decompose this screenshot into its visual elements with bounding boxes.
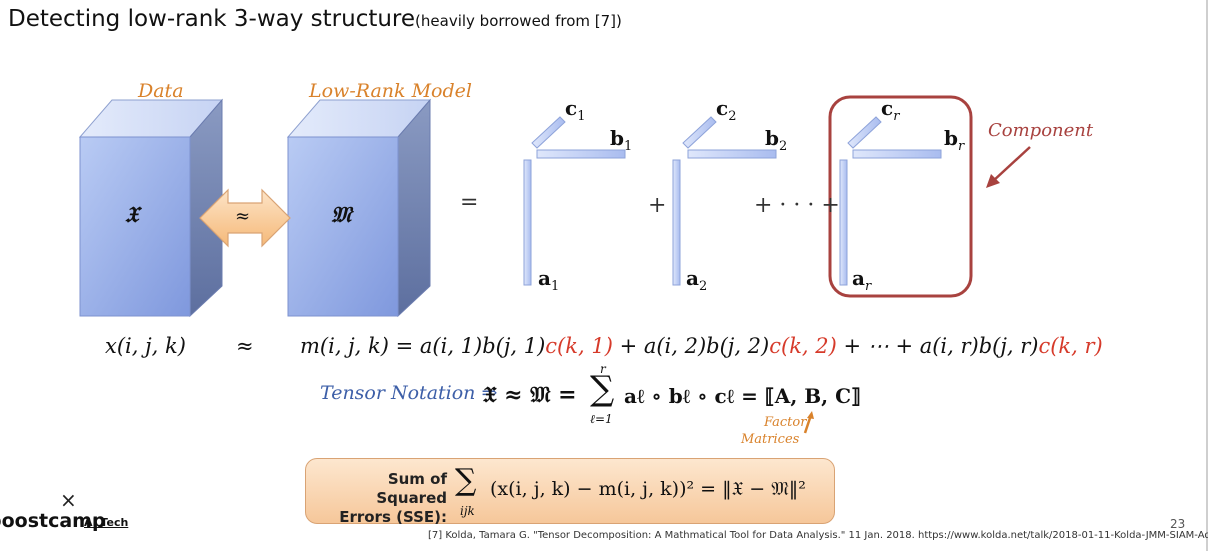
vector-b2-label: b2 — [765, 126, 788, 154]
vector-ar-label: ar — [852, 266, 872, 294]
vector-a2-label: a2 — [686, 266, 708, 294]
right-edge-rule — [1206, 0, 1208, 551]
rank-one-component-2 — [672, 116, 777, 286]
factor-label: Factor — [764, 415, 807, 430]
tensor-eq-left: 𝔛 ≈ 𝔐 = — [483, 382, 577, 408]
component-pointer-arrow — [991, 146, 1031, 183]
cp-expansion: m(i, j, k) = a(i, 1)b(j, 1)c(k, 1) + a(i… — [300, 334, 1103, 358]
matrices-label: Matrices — [741, 432, 800, 447]
logo-text: boostcamp — [0, 510, 106, 532]
sum-lower-limit: ℓ=1 — [590, 412, 613, 426]
vector-c2-label: c2 — [716, 96, 737, 124]
sse-sum-subscript: ijk — [460, 504, 475, 518]
tensor-eq-right: aℓ ∘ bℓ ∘ cℓ = ⟦A, B, C⟧ — [624, 384, 861, 408]
vector-c1-label: c1 — [565, 96, 586, 124]
data-label: Data — [138, 80, 184, 102]
slide-title: Detecting low-rank 3-way structure(heavi… — [8, 6, 622, 32]
citation: [7] Kolda, Tamara G. "Tensor Decompositi… — [428, 530, 1208, 541]
plus-dots-plus: + · · · + — [754, 193, 840, 218]
tensor-x-label: 𝔛 — [125, 202, 139, 228]
logo-mark: × — [60, 488, 77, 512]
sse-formula: (x(i, j, k) − m(i, j, k))² = ‖𝔛 − 𝔐‖² — [490, 478, 806, 500]
logo-subtext: AI Tech — [84, 516, 129, 529]
vector-br-label: br — [944, 126, 965, 154]
slide-title-main: Detecting low-rank 3-way structure — [8, 6, 416, 32]
component-highlight-box — [828, 95, 973, 298]
lhs-approx: ≈ — [236, 334, 254, 358]
data-tensor-cube — [78, 98, 224, 318]
model-tensor-cube — [286, 98, 432, 318]
sse-box — [305, 458, 835, 524]
equals-sign: = — [460, 190, 479, 215]
page-number: 23 — [1170, 517, 1186, 531]
sum-symbol: ∑ — [590, 369, 615, 409]
low-rank-model-label: Low-Rank Model — [309, 80, 472, 102]
approx-double-arrow — [199, 188, 291, 248]
tensor-notation-label: Tensor Notation ⇒ — [320, 382, 498, 404]
factor-matrices-pointer-arrow — [803, 417, 812, 434]
vector-b1-label: b1 — [610, 126, 633, 154]
approx-arrow-symbol: ≈ — [235, 206, 251, 227]
rank-one-component-1 — [523, 116, 626, 286]
sse-label: Sum of Squared Errors (SSE): — [339, 470, 447, 526]
slide-title-suffix: (heavily borrowed from [7]) — [415, 12, 622, 30]
plus-sign: + — [648, 193, 667, 218]
vector-a1-label: a1 — [538, 266, 560, 294]
sum-upper-limit: r — [600, 362, 606, 376]
rank-one-component-r — [839, 116, 942, 286]
vector-cr-label: cr — [881, 96, 900, 124]
component-label: Component — [988, 120, 1094, 141]
sse-sum-symbol: ∑ — [455, 463, 477, 498]
lhs-x-ijk: x(i, j, k) — [105, 334, 186, 358]
tensor-m-label: 𝔐 — [331, 202, 352, 228]
